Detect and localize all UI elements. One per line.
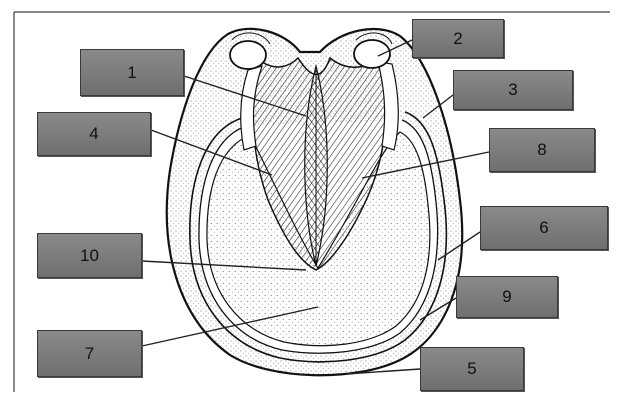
- label-box-10: 10: [37, 233, 142, 278]
- label-box-4: 4: [37, 112, 151, 156]
- left-heel-bulb: [230, 41, 266, 69]
- label-box-6: 6: [480, 206, 608, 250]
- right-heel-bulb: [354, 40, 390, 68]
- label-box-9: 9: [456, 276, 558, 318]
- label-box-7: 7: [37, 330, 142, 377]
- label-box-8: 8: [489, 128, 595, 172]
- label-box-2: 2: [412, 19, 504, 58]
- label-box-1: 1: [80, 49, 184, 96]
- label-box-5: 5: [420, 347, 524, 391]
- label-box-3: 3: [453, 70, 573, 110]
